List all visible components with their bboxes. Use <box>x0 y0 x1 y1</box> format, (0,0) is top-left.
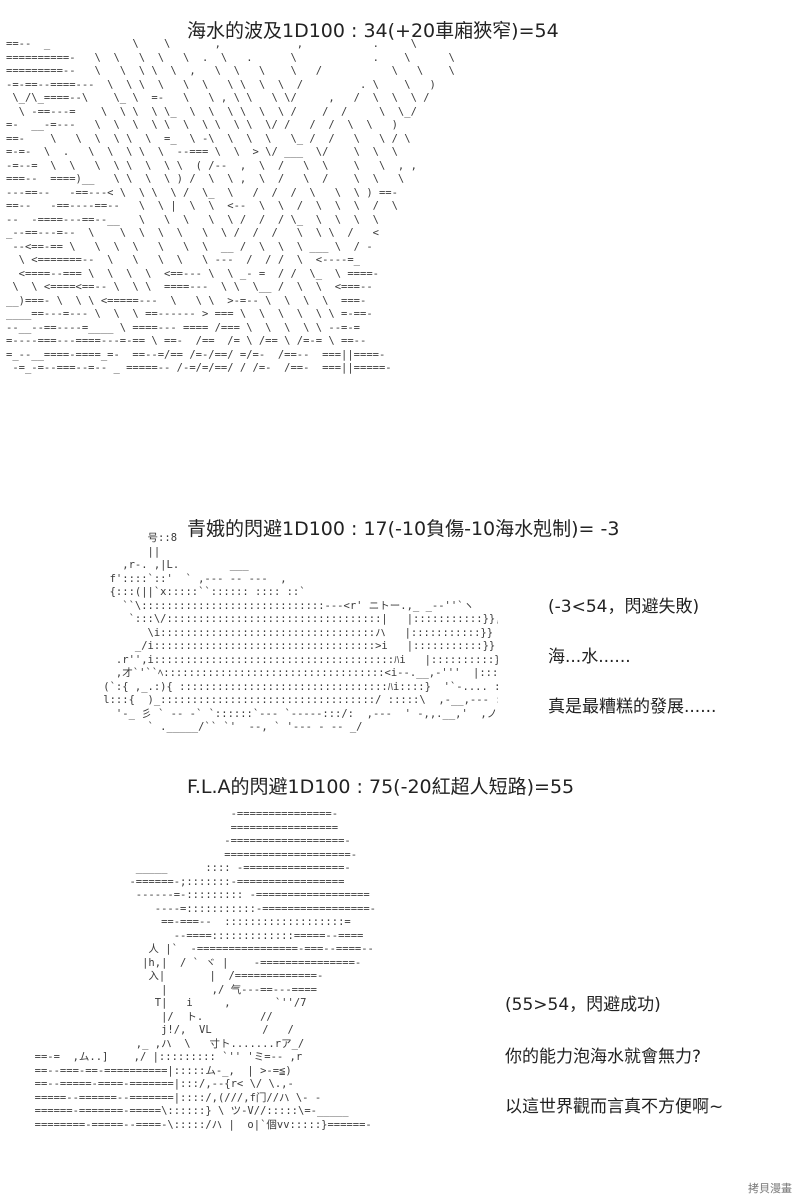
ascii-art-label: 号::8 <box>147 532 178 544</box>
panel3-comment-1: (55>54，閃避成功) <box>505 995 661 1015</box>
fla-ascii-art: -===============- ================= -===… <box>34 808 377 1131</box>
panel3-heading: F.L.A的閃避1D100 : 75(-20紅超人短路)=55 <box>187 776 575 798</box>
watermark-text: 拷貝漫畫 <box>748 1182 792 1195</box>
panel2-heading: 青娥的閃避1D100 : 17(-10負傷-10海水剋制)= -3 <box>187 518 620 540</box>
panel3-comment-2: 你的能力泡海水就會無力? <box>505 1047 702 1067</box>
panel2-comment-3: 真是最糟糕的發展...... <box>548 697 717 717</box>
panel2-comment-1: (-3<54，閃避失敗) <box>548 597 700 617</box>
panel3-comment-3: 以這世界觀而言真不方便啊~ <box>505 1097 724 1117</box>
panel2-comment-2: 海...水...... <box>548 647 631 667</box>
cannon-ascii-art: 号::8 || ,r-. ,|L. ___ f'::::`::' ` ,--- … <box>103 532 498 733</box>
wave-ascii-art: ==-- _ \ \ , , . \ ==========- \ \ \ \ \… <box>6 38 455 374</box>
panel1-heading: 海水的波及1D100 : 34(+20車廂狹窄)=54 <box>187 20 559 42</box>
